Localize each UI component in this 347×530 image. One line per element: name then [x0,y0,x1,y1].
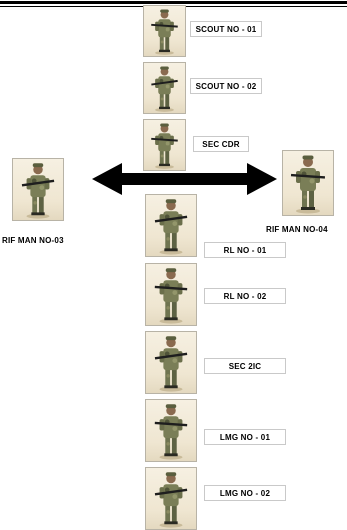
soldier-figure-icon [151,66,178,112]
soldier-figure-icon [154,472,188,528]
soldier-figure-icon [154,336,188,392]
label-rl-2: RL NO - 02 [204,288,286,304]
soldier-photo-sec-2ic [145,331,197,394]
label-scout-2: SCOUT NO - 02 [190,78,262,94]
soldier-photo-scout-1 [143,5,186,57]
soldier-figure-icon [154,268,188,324]
label-sec-cdr: SEC CDR [193,136,249,152]
soldier-figure-icon [154,199,188,255]
soldier-photo-lmg-1 [145,399,197,462]
label-rifleman-4: RIF MAN NO-04 [266,221,347,237]
label-lmg-2: LMG NO - 02 [204,485,286,501]
soldier-figure-icon [21,163,55,219]
soldier-figure-icon [154,404,188,460]
label-rifleman-3: RIF MAN NO-03 [2,232,92,248]
soldier-figure-icon [290,155,326,214]
soldier-photo-rifleman-3 [12,158,64,221]
soldier-photo-scout-2 [143,62,186,114]
soldier-photo-rl-1 [145,194,197,257]
soldier-figure-icon [151,123,178,169]
label-scout-1: SCOUT NO - 01 [190,21,262,37]
label-rl-1: RL NO - 01 [204,242,286,258]
soldier-figure-icon [151,9,178,55]
top-rule-thick [0,1,347,4]
soldier-photo-rifleman-4 [282,150,334,216]
label-lmg-1: LMG NO - 01 [204,429,286,445]
soldier-photo-rl-2 [145,263,197,326]
label-sec-2ic: SEC 2IC [204,358,286,374]
soldier-photo-sec-cdr [143,119,186,171]
